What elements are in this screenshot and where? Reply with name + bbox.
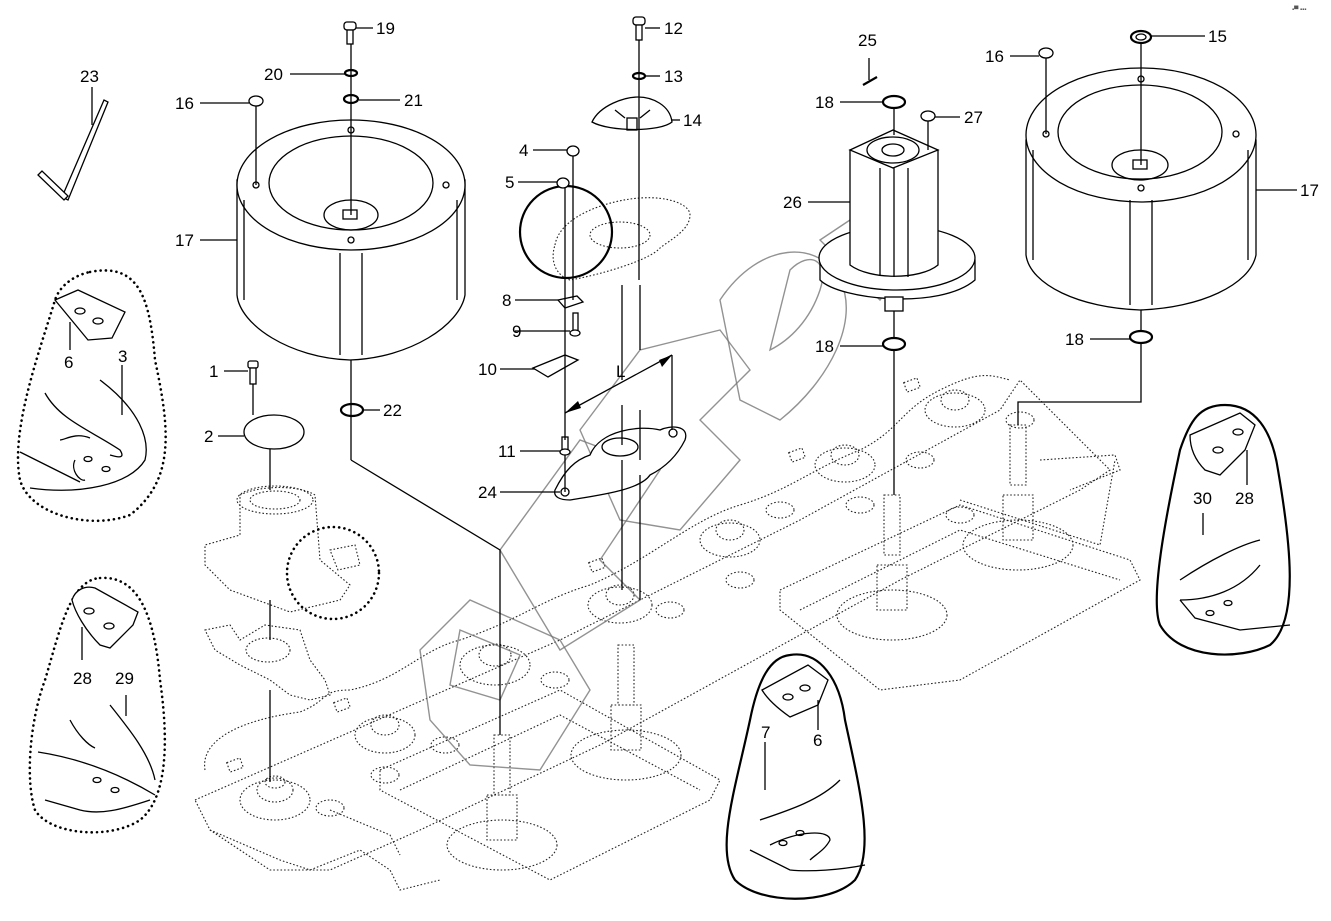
disc-bearing-2	[354, 714, 416, 754]
ring-18-mid	[881, 336, 907, 352]
disc-bearing-1	[239, 775, 311, 821]
callout-30: 30	[1193, 489, 1212, 508]
callout-17-left: 17	[175, 231, 194, 250]
disc-bearing-3	[459, 643, 531, 686]
cap-16-left	[248, 95, 264, 107]
gearbox-shaft-right-1	[836, 494, 948, 641]
bolt-9	[569, 312, 581, 337]
bolt-12	[632, 16, 646, 41]
drum-26	[818, 129, 976, 312]
callout-14: 14	[683, 111, 702, 130]
dimension-label-L: L	[616, 362, 625, 381]
callout-3: 3	[118, 347, 127, 366]
callout-29: 29	[115, 669, 134, 688]
callout-19: 19	[376, 19, 395, 38]
callout-18-mid: 18	[815, 337, 834, 356]
callout-6-left: 6	[64, 353, 73, 372]
blade-holder-detail-left-bottom	[28, 576, 167, 834]
disc-bearing-4	[587, 584, 653, 624]
gearbox-shaft-left	[446, 734, 558, 871]
callout-6-center: 6	[813, 731, 822, 750]
callout-1: 1	[209, 362, 218, 381]
callout-16-right: 16	[985, 47, 1004, 66]
nut-4	[566, 145, 580, 157]
washer-15	[1129, 29, 1153, 45]
ring-18-right	[1128, 329, 1154, 345]
callout-23: 23	[80, 67, 99, 86]
callout-10: 10	[478, 360, 497, 379]
callout-15: 15	[1208, 27, 1227, 46]
corner-mark: ▪▀ ▪▪▪	[1292, 5, 1306, 13]
blade-10	[531, 354, 580, 378]
cover-2	[243, 414, 305, 450]
left-end-housing	[204, 485, 381, 701]
assembly-lines	[252, 40, 1142, 782]
gearbox-shaft-right-2	[962, 424, 1074, 571]
drum-17-left	[236, 119, 466, 361]
disc-plate-24	[554, 426, 687, 501]
callout-28-left: 28	[73, 669, 92, 688]
disc-bearing-5	[699, 519, 761, 558]
callout-5: 5	[505, 173, 514, 192]
callout-12: 12	[664, 19, 683, 38]
callout-28-right: 28	[1235, 489, 1254, 508]
callout-26: 26	[783, 193, 802, 212]
cap-16-right	[1038, 47, 1054, 59]
callout-25: 25	[858, 31, 877, 50]
blade-holder-detail-left-top	[16, 269, 167, 523]
ring-22	[339, 402, 365, 418]
callout-20: 20	[264, 65, 283, 84]
disc-bearing-6	[814, 444, 876, 483]
blade-holder-detail-right	[1155, 403, 1291, 656]
bolt-19	[343, 21, 357, 45]
wrench-23	[37, 99, 109, 201]
callout-22: 22	[383, 401, 402, 420]
callout-4: 4	[519, 141, 528, 160]
callout-17-right: 17	[1300, 181, 1319, 200]
callout-8: 8	[502, 291, 511, 310]
blade-holder-14	[591, 96, 673, 131]
disc-bearing-7	[924, 389, 986, 428]
callout-27: 27	[964, 108, 983, 127]
callout-2: 2	[204, 427, 213, 446]
callout-18-top: 18	[815, 93, 834, 112]
callout-leaders	[91, 27, 1297, 493]
gearbox-shaft-center	[570, 644, 682, 781]
blade-holder-detail-center	[725, 653, 866, 900]
callout-24: 24	[478, 483, 497, 502]
callout-18-right: 18	[1065, 330, 1084, 349]
nut-5	[556, 177, 570, 189]
callout-9: 9	[512, 322, 521, 341]
upper-disc-plate-dotted	[518, 184, 691, 281]
callout-16-left: 16	[175, 94, 194, 113]
ring-18-top	[881, 94, 907, 110]
callout-13: 13	[664, 67, 683, 86]
plate-8	[556, 295, 585, 309]
callout-11: 11	[498, 442, 516, 461]
callout-21: 21	[404, 91, 423, 110]
cutter-bar	[194, 374, 1141, 891]
callout-labels: 19 20 21 16 17 23 12 13 14 4 5 8 9 10 11…	[64, 19, 1319, 750]
callout-7: 7	[761, 723, 770, 742]
pin-25	[862, 76, 878, 86]
screw-1	[247, 360, 259, 385]
cap-27	[920, 110, 936, 122]
